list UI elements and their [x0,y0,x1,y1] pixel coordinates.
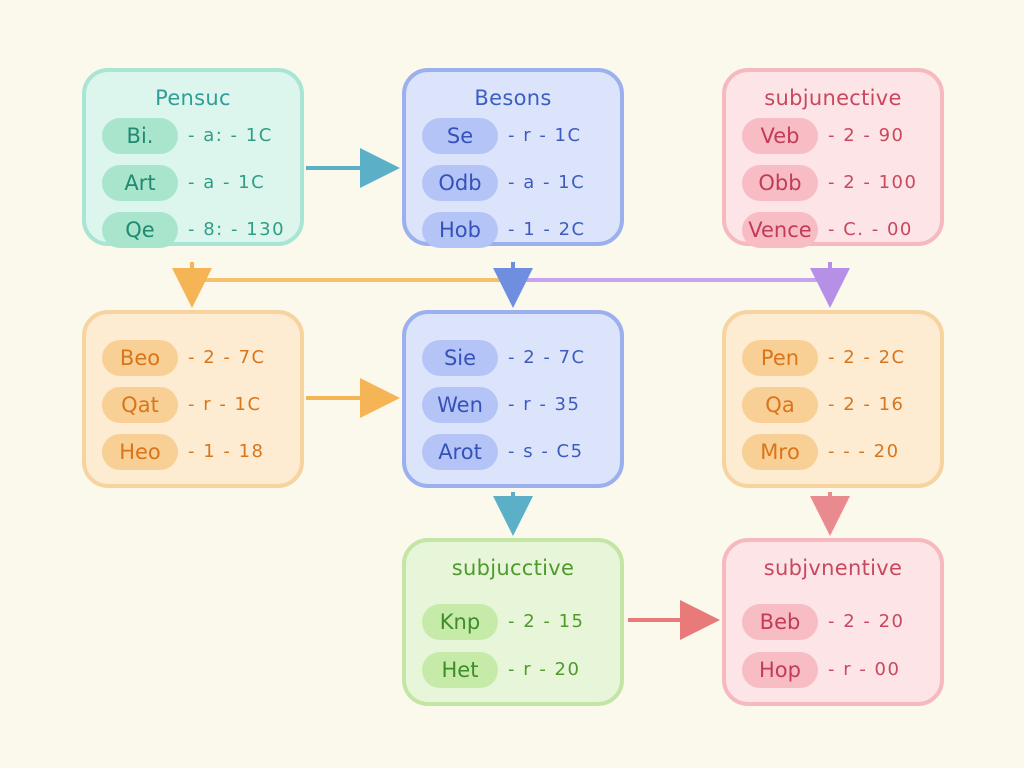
row-value: - a - 1C [188,172,266,193]
row-pill[interactable]: Se [422,118,498,154]
node-row: Beo - 2 - 7C [102,340,290,376]
row-pill[interactable]: Hob [422,212,498,248]
node-subjucctive[interactable]: subjucctive Knp - 2 - 15 Het - r - 20 [402,538,624,706]
row-value: - 8: - 130 [188,219,286,240]
node-row: Beb - 2 - 20 [742,604,930,640]
node-row: Qat - r - 1C [102,387,290,423]
node-row: Knp - 2 - 15 [422,604,610,640]
node-row: Sie - 2 - 7C [422,340,610,376]
node-title: Besons [474,86,552,110]
row-pill[interactable]: Obb [742,165,818,201]
node-besons[interactable]: Besons Se - r - 1C Odb - a - 1C Hob - 1 … [402,68,624,248]
node-row: Hob - 1 - 2C [422,212,610,248]
row-pill[interactable]: Wen [422,387,498,423]
row-pill[interactable]: Arot [422,434,498,470]
node-row: Heo - 1 - 18 [102,434,290,470]
row-value: - r - 20 [508,659,581,680]
node-title: Pensuc [155,86,231,110]
row-value: - s - C5 [508,441,584,462]
row-pill[interactable]: Heo [102,434,178,470]
node-row: Mrо - - - 20 [742,434,930,470]
row-value: - a: - 1C [188,125,273,146]
node-orange-right[interactable]: Pen - 2 - 2C Qa - 2 - 16 Mrо - - - 20 [722,310,944,488]
row-value: - 2 - 90 [828,125,905,146]
node-row: Art - a - 1C [102,165,290,201]
row-value: - 2 - 2C [828,347,906,368]
row-value: - C. - 00 [828,219,913,240]
node-row: Wen - r - 35 [422,387,610,423]
node-row: Qe - 8: - 130 [102,212,290,248]
node-subjvnentive[interactable]: subjvnentive Beb - 2 - 20 Hop - r - 00 [722,538,944,706]
node-row: Vence - C. - 00 [742,212,930,248]
row-pill[interactable]: Qa [742,387,818,423]
row-value: - 1 - 18 [188,441,265,462]
row-value: - 1 - 2C [508,219,586,240]
node-title: subjunective [764,86,902,110]
node-subjunective[interactable]: subjunective Veb - 2 - 90 Obb - 2 - 100 … [722,68,944,248]
node-pensuc[interactable]: Pensuc Bi. - a: - 1C Art - a - 1C Qe - 8… [82,68,304,248]
node-title: subjvnentive [763,556,903,580]
row-pill[interactable]: Knp [422,604,498,640]
row-value: - 2 - 20 [828,611,905,632]
row-value: - r - 35 [508,394,581,415]
node-row: Qa - 2 - 16 [742,387,930,423]
node-blue-center[interactable]: Sie - 2 - 7C Wen - r - 35 Arot - s - C5 [402,310,624,488]
row-value: - 2 - 16 [828,394,905,415]
row-value: - 2 - 7C [508,347,586,368]
row-pill[interactable]: Sie [422,340,498,376]
row-pill[interactable]: Hop [742,652,818,688]
node-row: Obb - 2 - 100 [742,165,930,201]
node-title: subjucctive [451,556,575,580]
row-pill[interactable]: Qe [102,212,178,248]
node-row: Se - r - 1C [422,118,610,154]
node-row: Veb - 2 - 90 [742,118,930,154]
row-value: - 2 - 15 [508,611,585,632]
row-pill[interactable]: Mrо [742,434,818,470]
row-pill[interactable]: Odb [422,165,498,201]
node-row: Pen - 2 - 2C [742,340,930,376]
row-pill[interactable]: Pen [742,340,818,376]
row-value: - 2 - 7C [188,347,266,368]
row-pill[interactable]: Vence [742,212,818,248]
row-pill[interactable]: Veb [742,118,818,154]
row-value: - - - 20 [828,441,900,462]
row-pill[interactable]: Qat [102,387,178,423]
row-value: - a - 1C [508,172,586,193]
node-orange-left[interactable]: Beo - 2 - 7C Qat - r - 1C Heo - 1 - 18 [82,310,304,488]
node-row: Hop - r - 00 [742,652,930,688]
row-value: - r - 1C [508,125,582,146]
node-row: Odb - a - 1C [422,165,610,201]
row-value: - 2 - 100 [828,172,918,193]
row-pill[interactable]: Het [422,652,498,688]
row-pill[interactable]: Beo [102,340,178,376]
row-value: - r - 1C [188,394,262,415]
row-pill[interactable]: Art [102,165,178,201]
node-row: Arot - s - C5 [422,434,610,470]
row-pill[interactable]: Bi. [102,118,178,154]
row-pill[interactable]: Beb [742,604,818,640]
node-row: Bi. - a: - 1C [102,118,290,154]
node-row: Het - r - 20 [422,652,610,688]
row-value: - r - 00 [828,659,901,680]
